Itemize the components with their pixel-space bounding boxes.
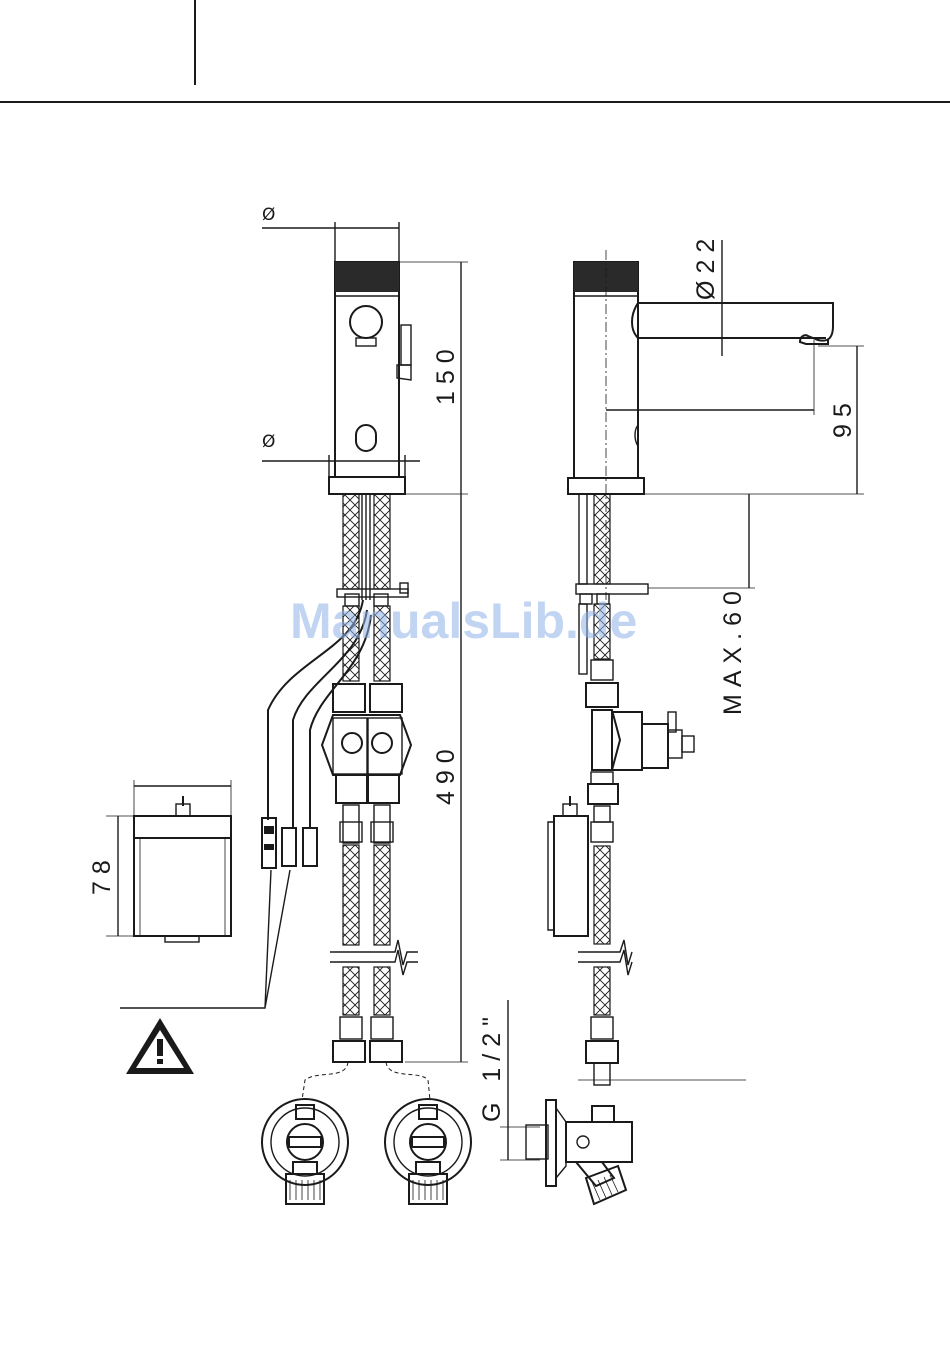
hose-right bbox=[374, 494, 390, 589]
length-490-label: 490 bbox=[432, 742, 460, 805]
warning-triangle-icon bbox=[126, 1018, 194, 1074]
spout-diameter-label: Ø22 bbox=[692, 232, 720, 300]
hose-end-nut-right bbox=[370, 1041, 402, 1062]
side-view: Ø22 95 MAX.60 bbox=[478, 232, 864, 1204]
faucet-cap bbox=[335, 262, 399, 292]
valve-nut-right bbox=[370, 684, 402, 712]
page-header bbox=[0, 0, 950, 102]
faucet-body bbox=[335, 262, 399, 477]
battery-box-side bbox=[554, 816, 588, 936]
diameter-top-label: Ø bbox=[262, 205, 275, 225]
socket-connector-1 bbox=[282, 828, 296, 866]
height-150-label: 150 bbox=[432, 342, 460, 405]
socket-connector-2 bbox=[303, 828, 317, 866]
diameter-base-label: Ø bbox=[262, 432, 275, 452]
battery-box: 78 bbox=[88, 780, 231, 942]
watermark: ManualsLib.de bbox=[290, 593, 637, 649]
thread-label: G 1/2" bbox=[478, 1010, 506, 1122]
plug-connector bbox=[262, 818, 276, 868]
battery-height-label: 78 bbox=[88, 853, 116, 895]
max-60-label: MAX.60 bbox=[719, 584, 747, 715]
stop-valve-left bbox=[262, 1099, 348, 1204]
hose-end-nut-left bbox=[333, 1041, 365, 1062]
valve-nut-left bbox=[333, 684, 365, 712]
spout-height-label: 95 bbox=[829, 396, 857, 438]
faucet-base-plate bbox=[329, 477, 405, 494]
hose-left bbox=[343, 494, 359, 589]
stop-valve-side bbox=[526, 1100, 632, 1204]
sensor-window bbox=[350, 306, 382, 338]
warning-leader bbox=[120, 870, 290, 1008]
front-view: Ø Ø 150 bbox=[262, 205, 471, 1204]
stop-valve-right bbox=[385, 1099, 471, 1204]
